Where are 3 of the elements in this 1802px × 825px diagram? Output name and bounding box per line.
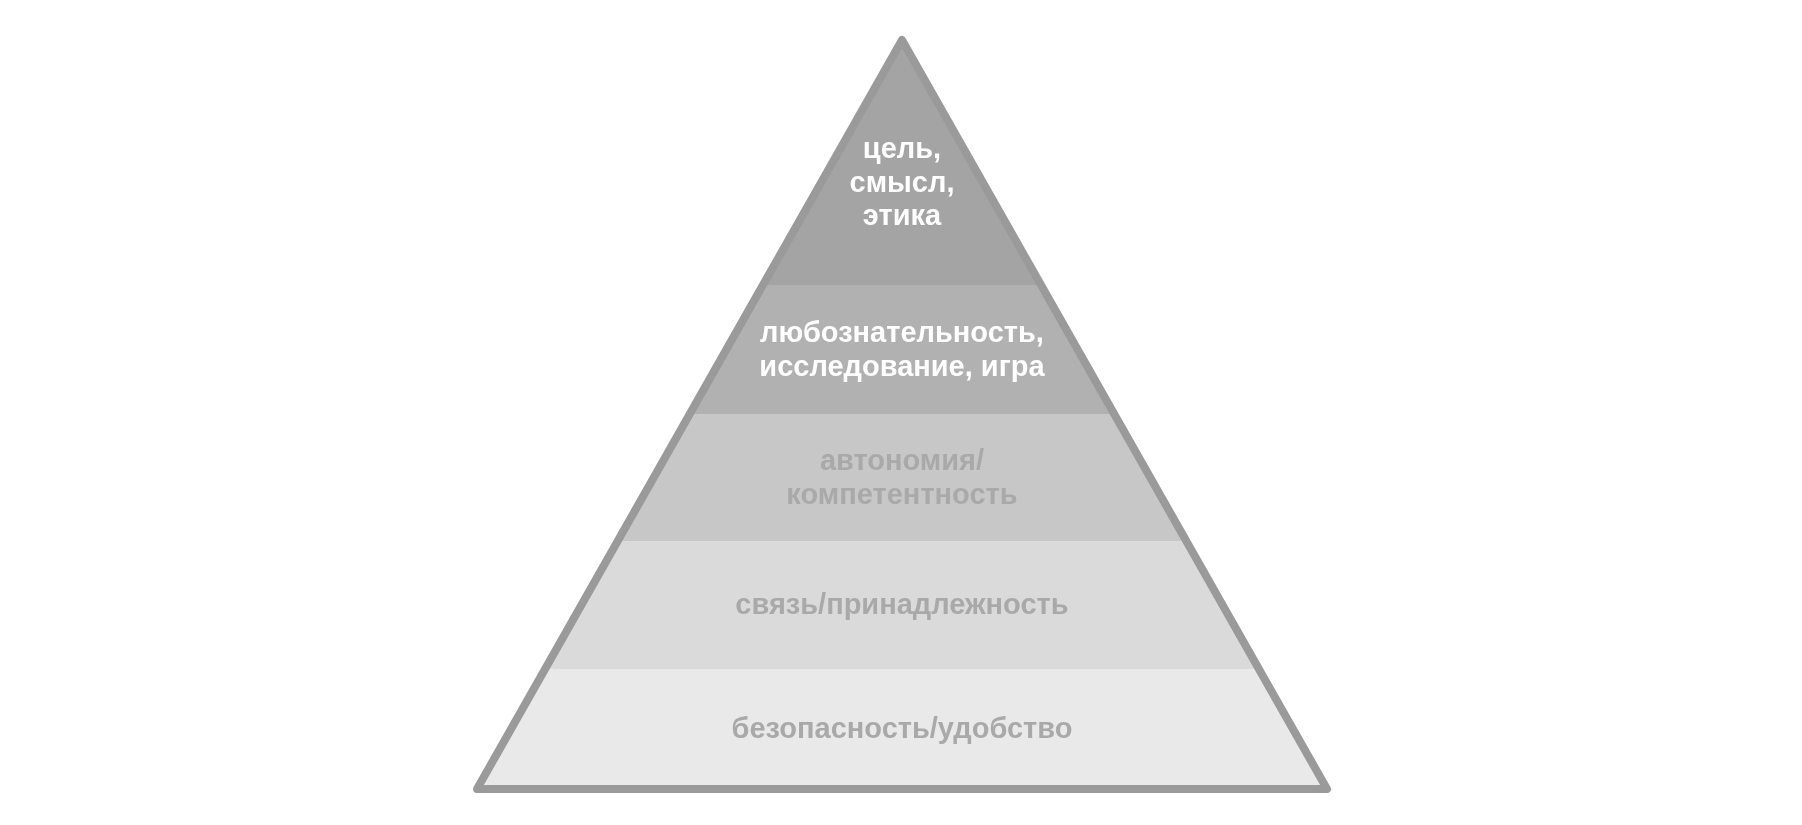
level-label: цель, смысл, этика	[848, 131, 956, 233]
level-label: любознательность, исследование, игра	[758, 316, 1046, 383]
level-label: безопасность/удобство	[731, 712, 1073, 746]
